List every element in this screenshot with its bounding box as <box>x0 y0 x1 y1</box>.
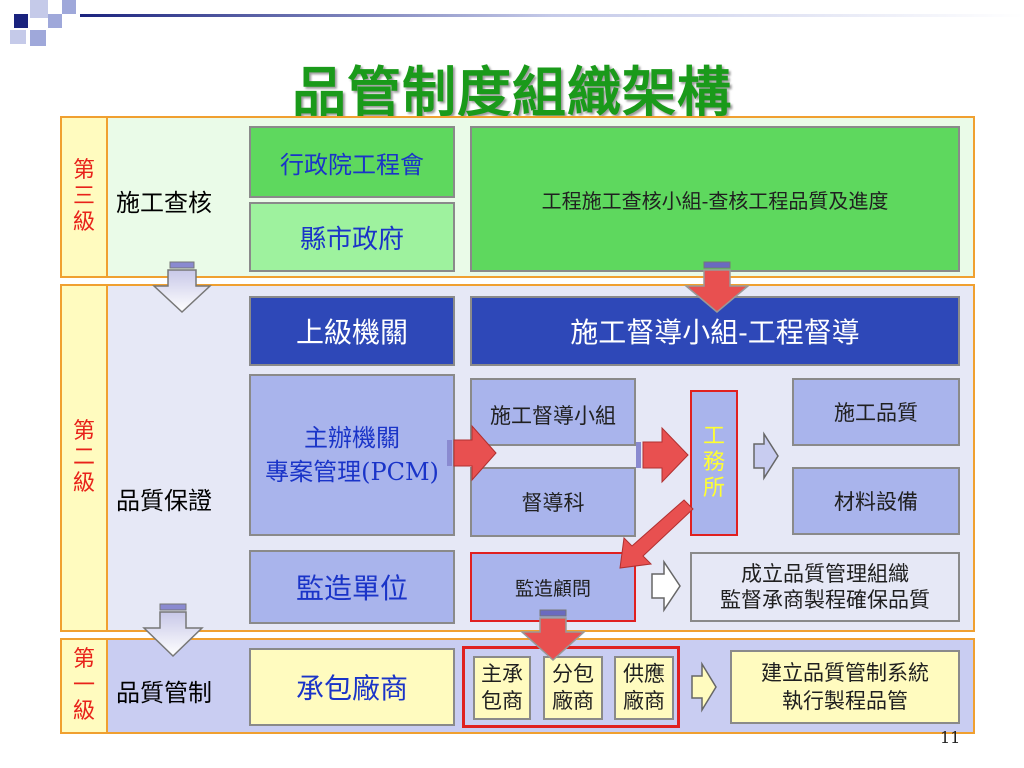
box-sub-line1: 分包 <box>552 662 594 686</box>
page-number: 11 <box>940 728 961 747</box>
level-label-text: 第二級 <box>72 419 95 496</box>
box-quality-mgmt-line2: 監督承商製程確保品質 <box>720 588 930 612</box>
box-host-line2: 專案管理(PCM) <box>265 458 439 486</box>
header-rule <box>80 14 1024 17</box>
box-host-agency: 主辦機關 專案管理(PCM) <box>249 374 455 536</box>
box-audit-group: 工程施工查核小組-查核工程品質及進度 <box>470 126 960 272</box>
box-contractor: 承包廠商 <box>249 648 455 726</box>
level-label-third: 第三級 <box>60 116 108 278</box>
corner-square <box>30 0 48 18</box>
box-exec-yuan: 行政院工程會 <box>249 126 455 198</box>
box-qc-line2: 執行製程品管 <box>782 689 908 713</box>
corner-square <box>10 30 26 44</box>
box-supervise-dept: 督導科 <box>470 467 636 537</box>
box-sub-line2: 廠商 <box>552 689 594 713</box>
level-label-text: 第一級 <box>72 647 95 724</box>
box-main-contractor: 主承 包商 <box>473 656 531 720</box>
box-subcontractor: 分包 廠商 <box>543 656 603 720</box>
section-name-second: 品質保證 <box>116 486 212 515</box>
box-main-line2: 包商 <box>481 689 523 713</box>
box-quality-mgmt: 成立品質管理組織 監督承商製程確保品質 <box>690 552 960 622</box>
box-construction-quality: 施工品質 <box>792 378 960 446</box>
box-main-line1: 主承 <box>481 662 523 686</box>
box-county-govt: 縣市政府 <box>249 202 455 272</box>
level-label-first: 第一級 <box>60 638 108 734</box>
box-superior-agency: 上級機關 <box>249 296 455 366</box>
box-supervision-unit: 監造單位 <box>249 550 455 624</box>
section-name-third: 施工查核 <box>116 188 212 217</box>
box-quality-mgmt-line1: 成立品質管理組織 <box>741 562 909 586</box>
corner-square <box>48 14 62 28</box>
box-qc-system: 建立品質管制系統 執行製程品管 <box>730 650 960 724</box>
page-title: 品管制度組織架構 <box>292 60 732 124</box>
box-host-line1: 主辦機關 <box>304 424 400 452</box>
box-supplier: 供應 廠商 <box>614 656 674 720</box>
box-works-office: 工務所 <box>690 390 738 536</box>
corner-square <box>62 0 76 14</box>
level-label-text: 第三級 <box>72 158 95 235</box>
box-materials-equipment: 材料設備 <box>792 467 960 535</box>
box-supervision-consultant: 監造顧問 <box>470 552 636 622</box>
box-qc-line1: 建立品質管制系統 <box>761 661 929 685</box>
section-name-first: 品質管制 <box>116 678 212 707</box>
corner-square <box>14 14 28 28</box>
box-supervise-small: 施工督導小組 <box>470 378 636 446</box>
box-supply-line2: 廠商 <box>623 689 665 713</box>
corner-square <box>30 30 46 46</box>
box-supervise-group: 施工督導小組-工程督導 <box>470 296 960 366</box>
box-supply-line1: 供應 <box>623 662 665 686</box>
level-label-second: 第二級 <box>60 284 108 632</box>
